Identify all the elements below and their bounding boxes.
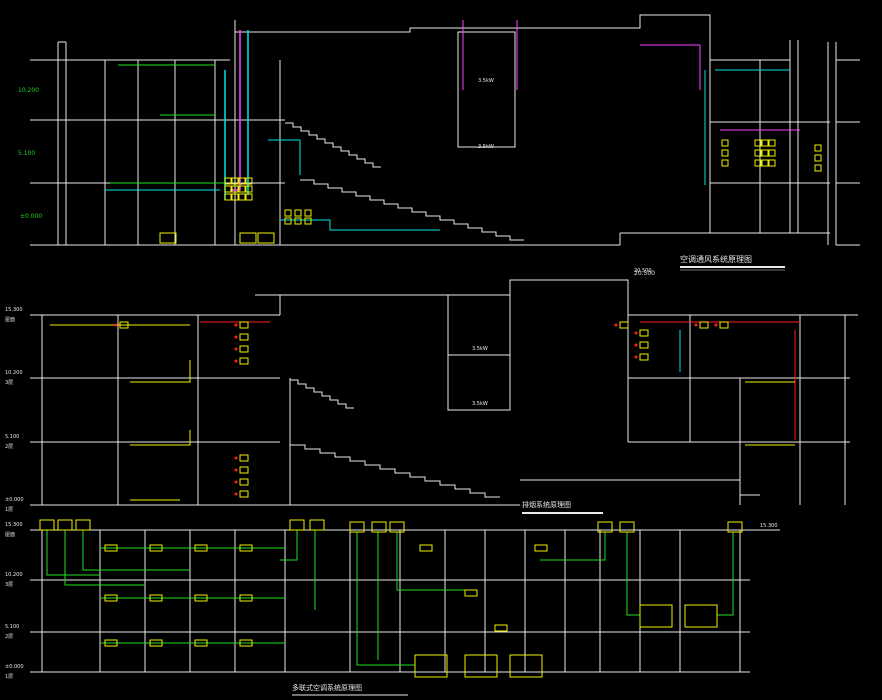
s2-room-label: 3.5kW	[472, 401, 488, 407]
equipment-marker	[754, 149, 762, 157]
equipment-marker	[238, 185, 246, 193]
equipment-marker	[245, 193, 253, 201]
elevation-value: 5.100	[5, 434, 19, 440]
s1-elevation-2: 5.100	[18, 150, 35, 157]
damper-marker	[119, 321, 129, 329]
equipment-marker	[768, 139, 776, 147]
indoor-unit	[239, 639, 253, 647]
equipment-marker	[231, 177, 239, 185]
equipment-marker	[294, 209, 302, 217]
elevation-value: ±0.000	[5, 497, 24, 503]
elevation-value: 10.200	[5, 572, 23, 578]
s3-title: 多联式空调系统原理图	[292, 683, 362, 692]
floor-name: 屋面	[5, 532, 15, 538]
floor-name: 1层	[5, 507, 13, 513]
damper-marker	[239, 321, 249, 329]
equipment-marker	[721, 149, 729, 157]
floor-name: 2层	[5, 444, 13, 450]
equipment-marker	[294, 217, 302, 225]
indoor-unit	[104, 639, 118, 647]
s1-elevation-3: ±0.000	[20, 213, 42, 220]
indoor-unit	[149, 639, 163, 647]
elevation-value: ±0.000	[5, 664, 24, 670]
damper-marker	[239, 478, 249, 486]
equipment-marker	[284, 209, 292, 217]
indoor-unit	[464, 589, 478, 597]
equipment-marker	[304, 217, 312, 225]
elevation-value: 5.100	[5, 624, 19, 630]
floor-name: 1层	[5, 674, 13, 680]
equipment-marker	[231, 185, 239, 193]
s1-right-level: 20.500	[634, 270, 655, 277]
indoor-unit	[104, 594, 118, 602]
s1-room-label: 3.5kW	[478, 144, 494, 150]
damper-marker	[639, 341, 649, 349]
equipment-marker	[224, 193, 232, 201]
equipment-marker	[284, 217, 292, 225]
equipment-marker	[721, 159, 729, 167]
section1-hvac-ventilation: 10.200 5.100 ±0.000 20.500 3.5kW 3.5kW 空…	[18, 14, 860, 277]
equipment-marker	[224, 185, 232, 193]
damper-marker	[239, 333, 249, 341]
floor-name: 屋面	[5, 317, 15, 323]
indoor-unit	[494, 624, 508, 632]
equipment-marker	[754, 139, 762, 147]
damper-marker	[619, 321, 629, 329]
damper-marker	[639, 353, 649, 361]
indoor-unit	[149, 594, 163, 602]
section2-smoke-exhaust: 15.300 屋面 10.200 3层 5.100 2层 ±0.000 1层 20.500 3…	[5, 268, 858, 514]
damper-marker	[239, 357, 249, 365]
s1-elevation-1: 10.200	[18, 87, 39, 94]
indoor-unit	[534, 544, 548, 552]
equipment-marker	[238, 177, 246, 185]
equipment-marker	[814, 154, 822, 162]
indoor-unit	[194, 544, 208, 552]
equipment-marker	[238, 193, 246, 201]
floor-name: 3层	[5, 380, 13, 386]
equipment-marker	[768, 149, 776, 157]
s2-room-label: 3.5kW	[472, 346, 488, 352]
indoor-unit	[149, 544, 163, 552]
floor-name: 3层	[5, 582, 13, 588]
equipment-marker	[754, 159, 762, 167]
equipment-marker	[814, 164, 822, 172]
equipment-marker	[245, 185, 253, 193]
damper-marker	[639, 329, 649, 337]
equipment-marker	[304, 209, 312, 217]
equipment-marker	[768, 159, 776, 167]
equipment-marker	[231, 193, 239, 201]
elevation-value: 15.300	[5, 307, 23, 313]
indoor-unit	[239, 594, 253, 602]
equipment-marker	[224, 177, 232, 185]
s1-room-label: 3.5kW	[478, 78, 494, 84]
damper-marker	[239, 490, 249, 498]
damper-marker	[719, 321, 729, 329]
indoor-unit	[194, 594, 208, 602]
equipment-marker	[245, 177, 253, 185]
equipment-marker	[761, 149, 769, 157]
s1-title: 空调通风系统原理图	[680, 254, 752, 264]
damper-marker	[699, 321, 709, 329]
indoor-unit	[239, 544, 253, 552]
damper-marker	[239, 454, 249, 462]
equipment-marker	[761, 159, 769, 167]
elevation-value: 15.300	[5, 522, 23, 528]
equipment-marker	[814, 144, 822, 152]
floor-name: 2层	[5, 634, 13, 640]
s2-top-level: 20.500	[634, 268, 652, 274]
damper-marker	[239, 466, 249, 474]
s3-right-level: 15.300	[760, 523, 778, 529]
indoor-unit	[104, 544, 118, 552]
elevation-value: 10.200	[5, 370, 23, 376]
equipment-marker	[721, 139, 729, 147]
equipment-marker	[761, 139, 769, 147]
indoor-unit	[419, 544, 433, 552]
damper-marker	[239, 345, 249, 353]
s2-title: 排烟系统原理图	[522, 500, 571, 509]
section3-vrf-ac: 15.300 屋面 10.200 3层 5.100 2层 ±0.000 1层 15.300 多…	[5, 519, 780, 696]
indoor-unit	[194, 639, 208, 647]
